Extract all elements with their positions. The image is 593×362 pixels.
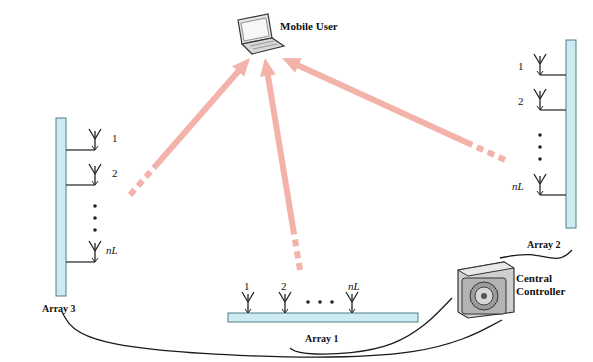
label-holder: nL bbox=[348, 276, 360, 294]
label-holder: nL bbox=[106, 240, 118, 258]
mobile-user: Mobile User bbox=[230, 10, 342, 58]
node-label: Array 1 bbox=[305, 333, 339, 345]
element-number: nL bbox=[106, 244, 118, 256]
element-number: 2 bbox=[518, 95, 524, 107]
element-number: 1 bbox=[244, 280, 250, 292]
label-holder: nL bbox=[512, 176, 524, 194]
cable-wire bbox=[62, 312, 502, 357]
element-number: 1 bbox=[112, 132, 118, 144]
cable-wire bbox=[290, 298, 452, 354]
central-controller: Central Controller bbox=[452, 258, 588, 320]
controller-device bbox=[458, 262, 514, 318]
array-1-figure bbox=[228, 292, 418, 322]
label-holder: 1 bbox=[518, 56, 524, 74]
element-number: nL bbox=[348, 280, 360, 292]
array-2-figure bbox=[534, 40, 576, 228]
element-number: 2 bbox=[112, 167, 118, 179]
cable-wire bbox=[500, 250, 572, 258]
antenna-array: Array 1 bbox=[225, 270, 420, 348]
node-label: Mobile User bbox=[280, 20, 338, 33]
array-3-figure bbox=[56, 118, 101, 296]
label-holder: 2 bbox=[281, 276, 287, 294]
element-number: 1 bbox=[518, 60, 524, 72]
node-label: Array 3 bbox=[42, 303, 76, 315]
element-number: nL bbox=[512, 180, 524, 192]
node-label: Array 2 bbox=[527, 239, 561, 251]
antenna-array: Array 2 bbox=[505, 35, 587, 250]
label-holder: 2 bbox=[518, 91, 524, 109]
node-label: Central Controller bbox=[516, 272, 586, 297]
signal-arrow bbox=[267, 70, 300, 270]
label-holder: 1 bbox=[244, 276, 250, 294]
label-holder: 1 bbox=[112, 128, 118, 146]
laptop-icon bbox=[238, 14, 284, 54]
signal-arrow bbox=[130, 67, 242, 195]
label-holder: 2 bbox=[112, 163, 118, 181]
signal-arrow bbox=[293, 63, 505, 160]
element-number: 2 bbox=[281, 280, 287, 292]
